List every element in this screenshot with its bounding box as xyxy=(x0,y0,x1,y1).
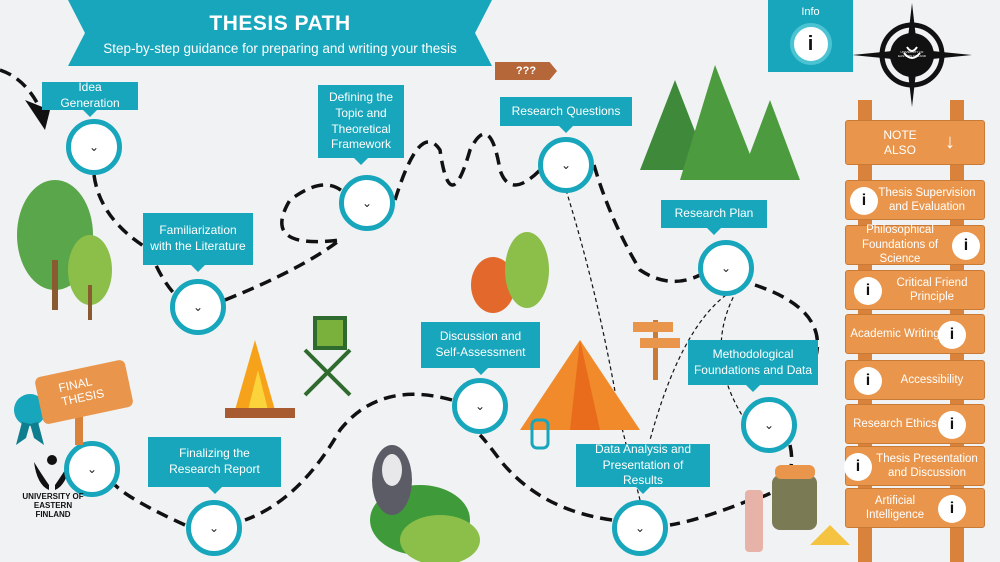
note-item-accessibility[interactable]: i Accessibility xyxy=(845,360,985,400)
note-also-title: NOTE ALSO xyxy=(883,127,917,157)
info-icon[interactable]: i xyxy=(938,321,966,349)
chevron-down-icon: ⌄ xyxy=(88,140,100,154)
final-sign-post xyxy=(75,410,83,445)
uef-logo-icon xyxy=(34,455,70,490)
step-label-research-plan: Research Plan xyxy=(661,200,767,235)
step-label-methodological: Methodological Foundations and Data xyxy=(688,340,818,392)
step-node-research-questions[interactable]: ⌄ xyxy=(538,137,594,193)
uef-logo-text: UNIVERSITY OF EASTERN FINLAND xyxy=(22,492,84,519)
chevron-down-icon: ⌄ xyxy=(192,300,204,314)
step-node-discussion[interactable]: ⌄ xyxy=(452,378,508,434)
step-node-research-plan[interactable]: ⌄ xyxy=(698,240,754,296)
tree-illustration xyxy=(17,65,800,320)
step-node-methodological[interactable]: ⌄ xyxy=(741,397,797,453)
step-label-idea-generation: Idea Generation xyxy=(42,80,138,117)
step-node-final-thesis[interactable]: ⌄ xyxy=(64,441,120,497)
chevron-down-icon: ⌄ xyxy=(361,196,373,210)
step-label-finalizing: Finalizing the Research Report xyxy=(148,437,281,494)
final-thesis-label: FINAL THESIS xyxy=(57,374,106,410)
info-label: Info xyxy=(801,6,820,18)
chevron-down-icon: ⌄ xyxy=(560,158,572,172)
chevron-down-icon: ⌄ xyxy=(763,418,775,432)
info-panel: Info i xyxy=(768,0,853,72)
note-item-label: Artificial Intelligence xyxy=(865,494,925,521)
note-item-label: Accessibility xyxy=(900,373,964,386)
step-label-literature: Familiarization with the Literature xyxy=(143,213,253,272)
note-also-header: NOTE ALSO ↓ xyxy=(845,120,985,165)
step-label-research-questions: Research Questions xyxy=(500,97,632,133)
sandwich-illustration xyxy=(810,525,850,545)
chevron-down-icon: ⌄ xyxy=(474,399,486,413)
note-item-philosophical[interactable]: i Philosophical Foundations of Science xyxy=(845,224,985,266)
arrow-down-icon: ↓ xyxy=(945,131,955,153)
step-node-defining-topic[interactable]: ⌄ xyxy=(339,175,395,231)
note-item-critical-friend[interactable]: i Critical Friend Principle xyxy=(845,270,985,310)
chair-illustration xyxy=(303,316,352,397)
chevron-down-icon: ⌄ xyxy=(634,521,646,535)
info-icon[interactable]: i xyxy=(850,187,878,215)
info-icon[interactable]: i xyxy=(938,411,966,439)
info-icon[interactable]: i xyxy=(938,495,966,523)
info-icon[interactable]: i xyxy=(952,232,980,260)
note-item-label: Critical Friend Principle xyxy=(896,276,968,303)
backpack-illustration xyxy=(745,465,817,552)
chevron-down-icon: ⌄ xyxy=(208,521,220,535)
direction-signpost-illustration xyxy=(633,320,680,380)
page-subtitle: Step-by-step guidance for preparing and … xyxy=(103,41,457,56)
note-item-label: Thesis Supervision and Evaluation xyxy=(878,186,976,213)
step-node-literature[interactable]: ⌄ xyxy=(170,279,226,335)
info-icon[interactable]: i xyxy=(854,367,882,395)
campfire-illustration xyxy=(225,340,295,418)
step-label-discussion: Discussion and Self-Assessment xyxy=(421,322,540,375)
ribbon-badge-icon xyxy=(14,394,46,445)
chevron-down-icon: ⌄ xyxy=(720,261,732,275)
note-item-label: Thesis Presentation and Discussion xyxy=(876,452,978,479)
note-item-label: Research Ethics xyxy=(853,417,937,430)
compass-logo xyxy=(852,3,972,107)
step-node-data-analysis[interactable]: ⌄ xyxy=(612,500,668,556)
header-banner: THESIS PATH Step-by-step guidance for pr… xyxy=(68,0,492,66)
wolf-illustration xyxy=(372,445,412,515)
step-label-defining-topic: Defining the Topic and Theoretical Frame… xyxy=(318,85,404,165)
info-icon[interactable]: i xyxy=(844,453,872,481)
info-icon[interactable]: i xyxy=(854,277,882,305)
note-item-label: Academic Writing xyxy=(850,327,940,340)
compass-text: UNIVERSITY OF EASTERN FINLAND xyxy=(898,50,926,58)
step-node-idea-generation[interactable]: ⌄ xyxy=(66,119,122,175)
step-label-data-analysis: Data Analysis and Presentation of Result… xyxy=(576,442,710,494)
note-item-ai[interactable]: i Artificial Intelligence xyxy=(845,488,985,528)
question-signpost: ??? xyxy=(495,62,557,80)
info-button[interactable]: i xyxy=(789,23,832,65)
step-node-finalizing[interactable]: ⌄ xyxy=(186,500,242,556)
page-title: THESIS PATH xyxy=(209,12,351,35)
note-item-label: Philosophical Foundations of Science xyxy=(861,224,939,266)
chevron-down-icon: ⌄ xyxy=(86,462,98,476)
lantern-illustration xyxy=(530,418,550,450)
